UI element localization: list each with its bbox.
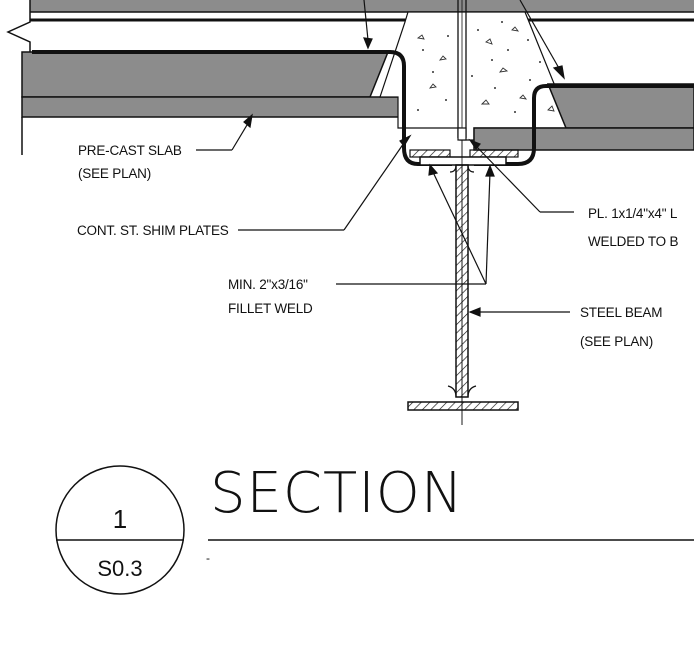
scale-text: - <box>206 551 210 565</box>
note-steel-beam: STEEL BEAM (SEE PLAN) <box>580 305 662 349</box>
svg-text:CONT. ST. SHIM PLATES: CONT. ST. SHIM PLATES <box>77 223 229 238</box>
svg-text:MIN. 2"x3/16": MIN. 2"x3/16" <box>228 277 308 292</box>
grout-fill <box>379 11 573 141</box>
shim-plate-bars <box>32 50 694 166</box>
detail-number: 1 <box>113 504 127 534</box>
svg-text:(SEE PLAN): (SEE PLAN) <box>78 166 151 181</box>
shim-plates <box>409 149 519 158</box>
break-line <box>6 0 31 52</box>
note-precast-slab: PRE-CAST SLAB (SEE PLAN) <box>78 143 182 181</box>
svg-text:PRE-CAST SLAB: PRE-CAST SLAB <box>78 143 182 158</box>
svg-text:WELDED TO B: WELDED TO B <box>588 234 679 249</box>
svg-text:STEEL BEAM: STEEL BEAM <box>580 305 662 320</box>
steel-beam <box>407 140 519 425</box>
left-precast-slab <box>21 51 403 155</box>
detail-bubble <box>55 465 185 595</box>
note-shim-plates: CONT. ST. SHIM PLATES <box>77 223 229 238</box>
sheet-number: S0.3 <box>97 556 142 581</box>
right-precast-slab <box>473 83 694 151</box>
note-fillet-weld: MIN. 2"x3/16" FILLET WELD <box>228 277 313 316</box>
svg-text:FILLET WELD: FILLET WELD <box>228 301 313 316</box>
svg-text:PL. 1x1/4"x4" L: PL. 1x1/4"x4" L <box>588 206 678 221</box>
section-title-block: 1 S0.3 SECTION - <box>55 461 694 595</box>
leaders <box>196 0 574 317</box>
note-plate: PL. 1x1/4"x4" L WELDED TO B <box>588 206 679 249</box>
section-title: SECTION <box>210 461 464 526</box>
svg-text:(SEE PLAN): (SEE PLAN) <box>580 334 653 349</box>
upper-slab <box>30 0 694 22</box>
